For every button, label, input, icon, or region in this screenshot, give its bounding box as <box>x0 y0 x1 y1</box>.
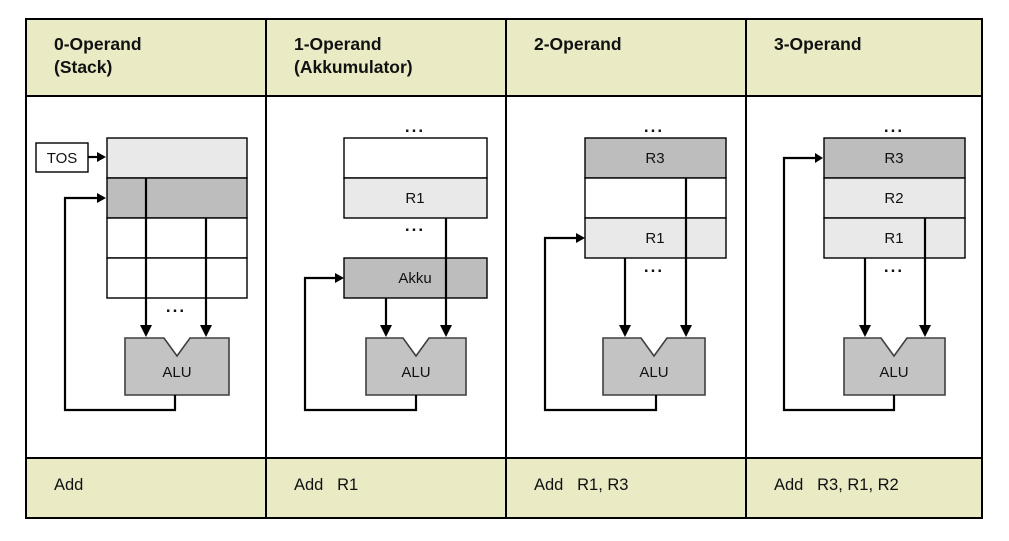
tos-box <box>35 142 89 173</box>
alu-shape <box>124 337 230 396</box>
diagram-0-operand-stack: TOS ... ALU <box>35 137 248 412</box>
register-label-r3: R3 <box>645 150 664 167</box>
register-file: R3 R1 <box>584 137 727 259</box>
diagram-cell-2: ... R3 R1 ... ALU <box>507 97 747 457</box>
register-file: R1 <box>343 137 488 219</box>
tos-pointer: TOS <box>35 142 106 173</box>
register-cell-empty <box>343 137 488 179</box>
instruction-3-operand: Add R3, R1, R2 <box>747 457 981 517</box>
register-ellipsis-top: ... <box>644 117 664 136</box>
register-label-r1: R1 <box>405 190 424 207</box>
diagram-1-operand-akkumulator: ... R1 ... Akku ALU <box>303 117 488 412</box>
operand-arrowhead-left-icon <box>380 325 392 337</box>
operand-arrowhead-left-icon <box>859 325 871 337</box>
diagram-2-operand: ... R3 R1 ... ALU <box>543 117 727 412</box>
operand-arrowhead-right-icon <box>680 325 692 337</box>
alu-shape <box>843 337 946 396</box>
result-arrowhead-icon <box>97 193 106 203</box>
stack-ellipsis: ... <box>166 297 186 316</box>
result-feedback-wire <box>63 196 177 412</box>
akku-label: Akku <box>398 270 431 287</box>
alu-label: ALU <box>401 364 430 381</box>
register-label-r3: R3 <box>884 150 903 167</box>
header-2-operand: 2-Operand <box>507 20 747 97</box>
alu-unit: ALU <box>365 337 467 396</box>
stack-cell-second <box>106 177 248 219</box>
diagram-cell-3: ... R3 R2 R1 ... ALU <box>747 97 981 457</box>
alu-label: ALU <box>639 364 668 381</box>
instruction-1-operand: Add R1 <box>267 457 507 517</box>
stack-register-box <box>106 137 248 299</box>
result-arrowhead-icon <box>335 273 344 283</box>
alu-label: ALU <box>879 364 908 381</box>
result-arrowhead-icon <box>576 233 585 243</box>
operand-arrowhead-right-icon <box>919 325 931 337</box>
register-cell-r1 <box>343 177 488 219</box>
register-ellipsis-bottom: ... <box>884 257 904 276</box>
register-label-r1: R1 <box>884 230 903 247</box>
tos-label: TOS <box>47 150 78 167</box>
instruction-0-operand: Add <box>27 457 267 517</box>
register-ellipsis-top: ... <box>884 117 904 136</box>
operand-arrowhead-right-icon <box>200 325 212 337</box>
register-ellipsis-bottom: ... <box>644 257 664 276</box>
result-arrowhead-icon <box>815 153 823 163</box>
diagram-cell-1: ... R1 ... Akku ALU <box>267 97 507 457</box>
register-file: R3 R2 R1 <box>823 137 966 259</box>
register-label-r2: R2 <box>884 190 903 207</box>
alu-shape <box>365 337 467 396</box>
alu-shape <box>602 337 706 396</box>
stack-cell-third <box>106 217 248 259</box>
diagram-cell-0: TOS ... ALU <box>27 97 267 457</box>
alu-unit: ALU <box>602 337 706 396</box>
header-0-operand: 0-Operand (Stack) <box>27 20 267 97</box>
result-feedback-wire <box>543 236 658 412</box>
register-cell-r3 <box>584 137 727 179</box>
register-cell-r2 <box>823 177 966 219</box>
stack-cell-fourth <box>106 257 248 299</box>
diagram-3-operand: ... R3 R2 R1 ... ALU <box>782 117 966 412</box>
alu-unit: ALU <box>843 337 946 396</box>
akku-register: Akku <box>343 257 488 299</box>
register-label-r1: R1 <box>645 230 664 247</box>
operand-arrowhead-left-icon <box>140 325 152 337</box>
register-cell-empty <box>584 177 727 219</box>
akku-box <box>343 257 488 299</box>
architecture-comparison-table: 0-Operand (Stack) 1-Operand (Akkumulator… <box>25 18 983 519</box>
header-1-operand: 1-Operand (Akkumulator) <box>267 20 507 97</box>
header-3-operand: 3-Operand <box>747 20 981 97</box>
alu-unit: ALU <box>124 337 230 396</box>
memory-ellipsis-top: ... <box>405 117 425 136</box>
register-cell-r3 <box>823 137 966 179</box>
register-cell-r1 <box>823 217 966 259</box>
instruction-2-operand: Add R1, R3 <box>507 457 747 517</box>
result-feedback-wire <box>303 276 418 412</box>
stack-cell-tos <box>106 137 248 179</box>
operand-arrowhead-left-icon <box>619 325 631 337</box>
operand-arrowhead-right-icon <box>440 325 452 337</box>
register-cell-r1 <box>584 217 727 259</box>
tos-arrowhead-icon <box>97 152 106 162</box>
memory-ellipsis-middle: ... <box>405 216 425 235</box>
result-feedback-wire <box>782 156 896 412</box>
alu-label: ALU <box>162 364 191 381</box>
